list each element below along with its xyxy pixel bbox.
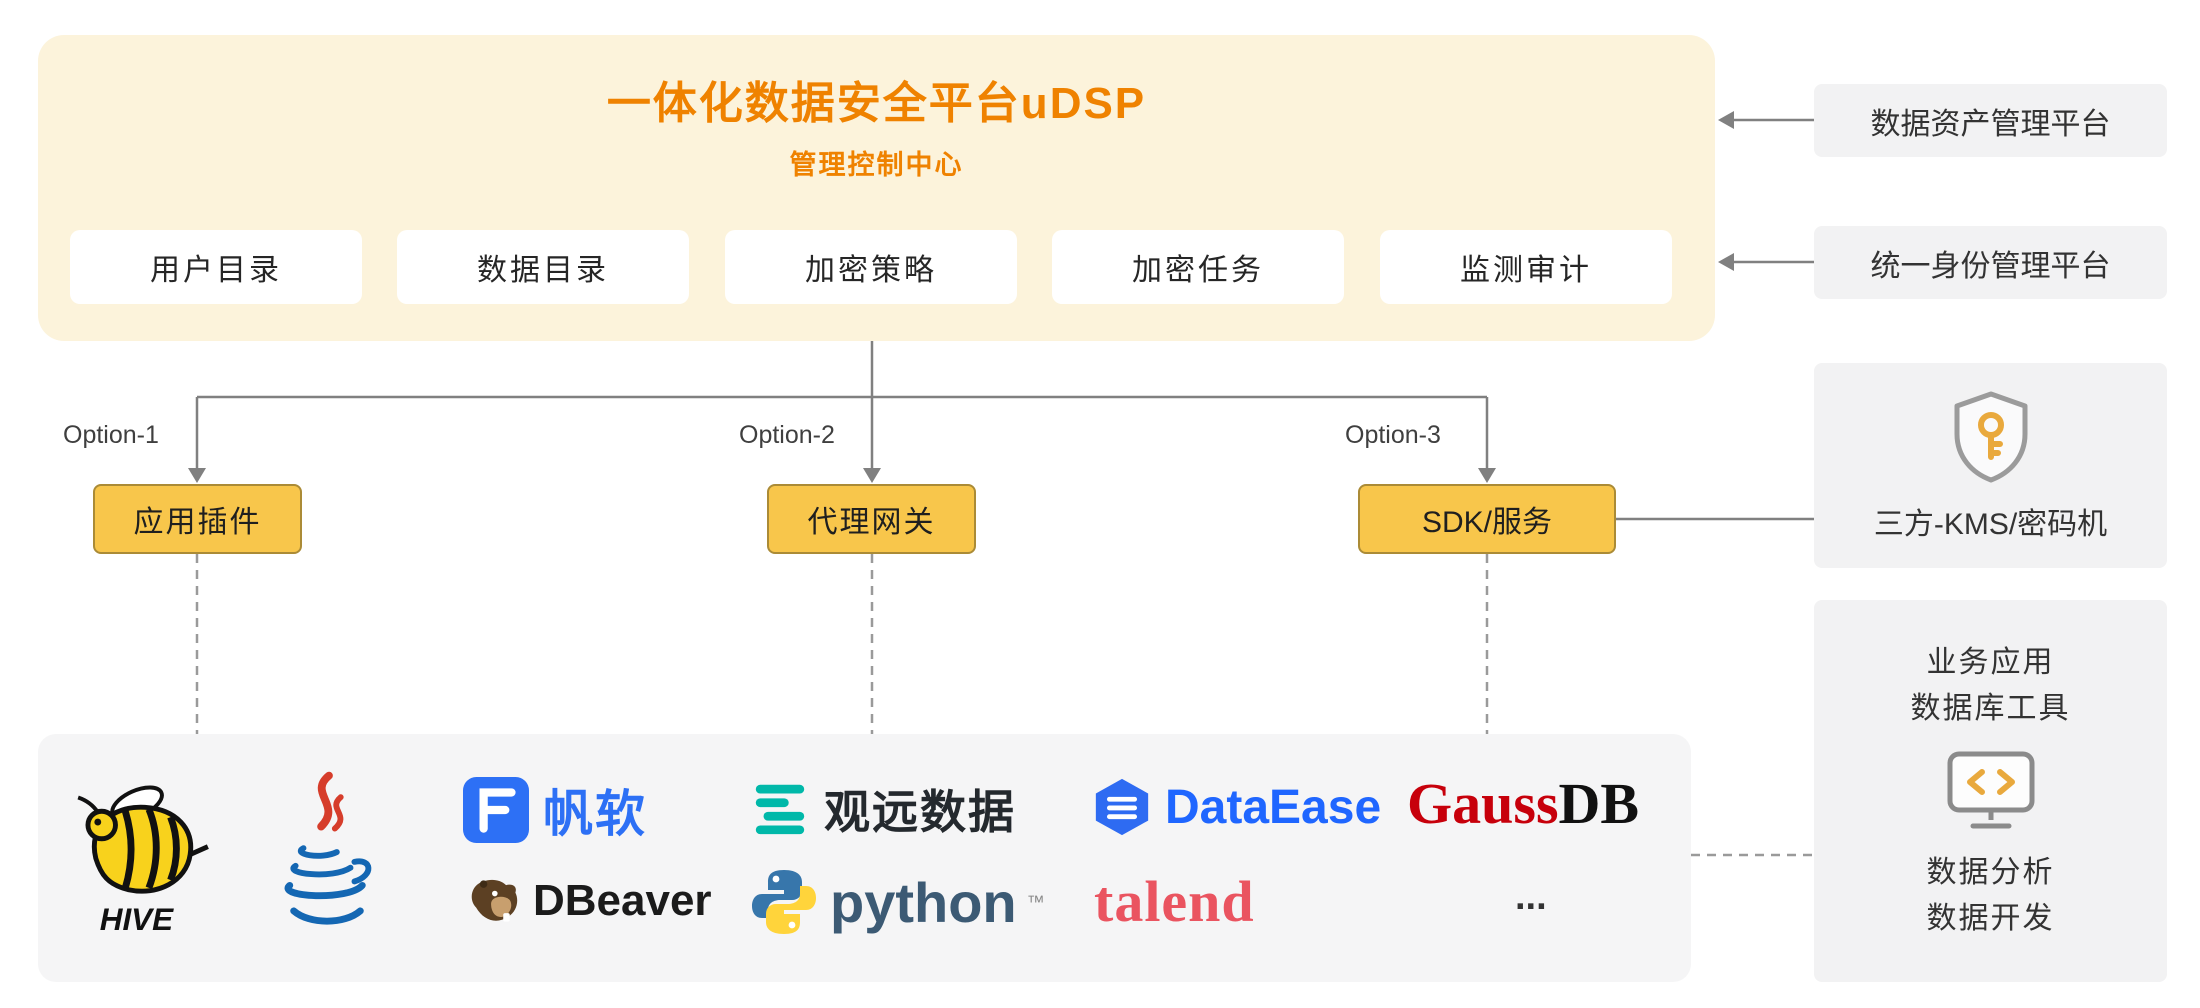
identity-management-platform-box: 统一身份管理平台 (1814, 226, 2167, 299)
option-box-proxy-gateway: 代理网关 (767, 484, 976, 554)
dbeaver-wordmark: DBeaver (533, 876, 712, 925)
guandata-logo: 观远数据 (750, 776, 1016, 842)
dataease-wordmark: DataEase (1165, 780, 1382, 834)
python-logo: python ™ (748, 866, 1045, 938)
apps-line-business: 业务应用 (1926, 646, 2055, 679)
option-box-app-plugin: 应用插件 (93, 484, 302, 554)
dbeaver-logo: DBeaver (463, 872, 712, 930)
dbeaver-icon (471, 879, 518, 922)
arrowheads (188, 111, 1734, 483)
hive-logo: HIVE (74, 768, 212, 940)
udsp-platform-panel: 一体化数据安全平台uDSP 管理控制中心 用户目录 数据目录 加密策略 加密任务… (38, 35, 1715, 341)
ellipsis-more: ... (1515, 876, 1547, 918)
apps-line-db-tools: 数据库工具 (1910, 692, 2071, 725)
module-data-directory: 数据目录 (397, 230, 689, 304)
platform-subtitle: 管理控制中心 (789, 150, 964, 180)
hive-bee-icon: HIVE (77, 785, 209, 937)
python-trademark: ™ (1026, 891, 1045, 912)
guandata-wordmark: 观远数据 (824, 786, 1016, 838)
ecosystem-panel: HIVE 帆软 (38, 734, 1691, 982)
shield-key-icon (1954, 391, 2027, 482)
business-apps-box: 业务应用 数据库工具 数据分析 数据开发 (1814, 600, 2167, 982)
dataease-icon (1095, 778, 1149, 836)
fanruan-icon (463, 777, 529, 843)
module-encryption-policy: 加密策略 (725, 230, 1017, 304)
option-3-label: Option-3 (1345, 421, 1441, 449)
solid-connectors (195, 118, 1814, 521)
python-wordmark: python (830, 870, 1017, 934)
gaussdb-wordmark-db: DB (1558, 771, 1640, 836)
talend-wordmark: talend (1094, 869, 1255, 934)
monitor-code-icon (1947, 751, 2034, 829)
fanruan-logo: 帆软 (463, 774, 647, 846)
module-monitor-audit: 监测审计 (1380, 230, 1672, 304)
asset-management-platform-box: 数据资产管理平台 (1814, 84, 2167, 157)
gaussdb-wordmark-gauss: Gauss (1407, 771, 1559, 836)
dashed-connectors (195, 554, 1814, 857)
option-2-label: Option-2 (739, 421, 835, 449)
platform-title: 一体化数据安全平台uDSP (606, 79, 1147, 128)
kms-label: 三方-KMS/密码机 (1873, 507, 2108, 541)
apps-line-development: 数据开发 (1926, 902, 2055, 935)
dataease-logo: DataEase (1091, 776, 1381, 838)
option-1-label: Option-1 (63, 421, 159, 449)
python-icon (752, 870, 816, 934)
java-logo (278, 770, 376, 940)
talend-logo: talend (1094, 868, 1255, 935)
svg-text:HIVE: HIVE (100, 902, 174, 937)
kms-box: 三方-KMS/密码机 (1814, 363, 2167, 568)
java-cup-icon (284, 771, 372, 925)
guandata-icon (755, 784, 805, 835)
fanruan-wordmark: 帆软 (543, 786, 647, 842)
apps-line-analysis: 数据分析 (1926, 856, 2055, 889)
module-user-directory: 用户目录 (70, 230, 362, 304)
module-encryption-task: 加密任务 (1052, 230, 1344, 304)
option-box-sdk-service: SDK/服务 (1358, 484, 1616, 554)
